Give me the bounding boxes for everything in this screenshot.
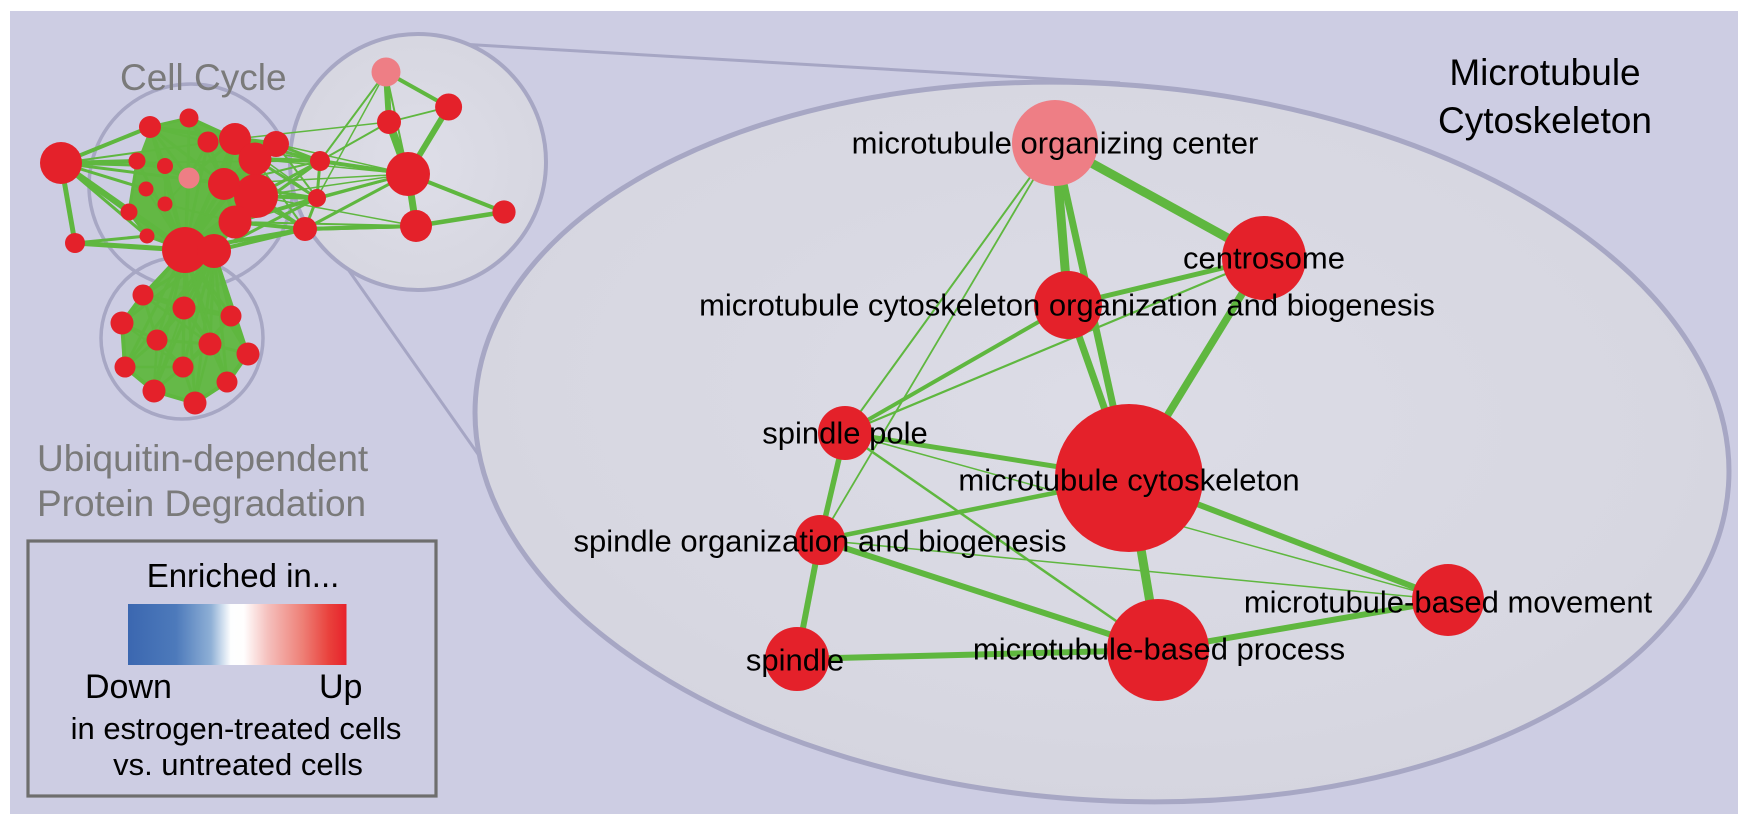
svg-text:spindle: spindle	[746, 643, 844, 678]
svg-text:centrosome: centrosome	[1183, 241, 1345, 276]
svg-text:Microtubule: Microtubule	[1449, 52, 1640, 93]
svg-text:vs. untreated cells: vs. untreated cells	[113, 747, 363, 782]
svg-text:spindle pole: spindle pole	[762, 416, 927, 451]
svg-text:Down: Down	[85, 668, 172, 706]
svg-text:Ubiquitin-dependent: Ubiquitin-dependent	[37, 438, 369, 479]
svg-text:spindle organization and bioge: spindle organization and biogenesis	[574, 524, 1067, 559]
svg-text:in estrogen-treated cells: in estrogen-treated cells	[71, 711, 402, 746]
svg-text:microtubule-based process: microtubule-based process	[973, 632, 1345, 667]
svg-text:microtubule cytoskeleton: microtubule cytoskeleton	[958, 463, 1299, 498]
svg-text:Enriched in...: Enriched in...	[147, 557, 340, 594]
svg-text:Protein Degradation: Protein Degradation	[37, 483, 366, 524]
svg-text:microtubule organizing center: microtubule organizing center	[852, 126, 1259, 161]
svg-text:microtubule cytoskeleton organ: microtubule cytoskeleton organization an…	[699, 288, 1435, 323]
svg-text:Up: Up	[319, 668, 362, 706]
svg-text:Cytoskeleton: Cytoskeleton	[1438, 100, 1652, 141]
svg-text:microtubule-based movement: microtubule-based movement	[1244, 585, 1653, 620]
svg-text:Cell Cycle: Cell Cycle	[120, 57, 287, 98]
